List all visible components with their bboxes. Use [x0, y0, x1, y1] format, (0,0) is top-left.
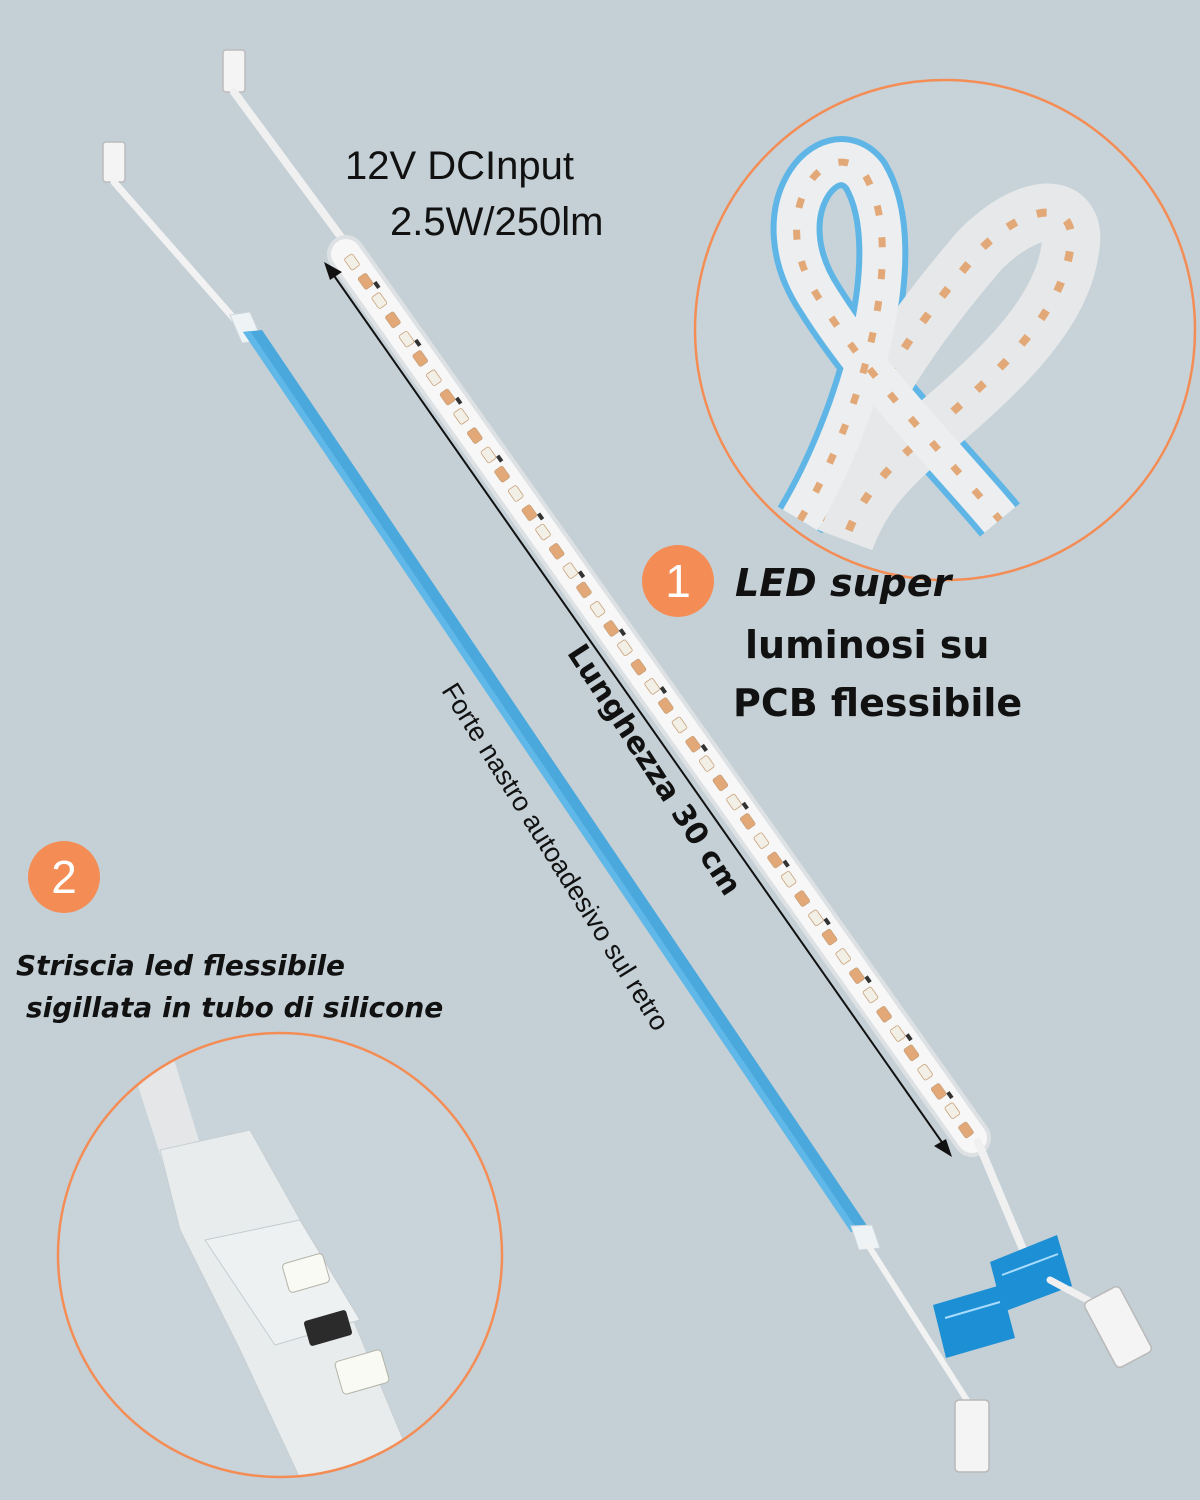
led-chip — [398, 330, 415, 348]
led-chip — [371, 292, 388, 309]
voltage-input-label: 12V DCInput — [345, 144, 575, 188]
led-chip — [562, 562, 579, 579]
led-chip — [917, 1063, 933, 1081]
led-chip — [439, 388, 456, 406]
detail-circle-bend — [693, 78, 1197, 582]
length-arrow — [324, 262, 952, 1157]
main-led-strip — [222, 49, 1153, 1369]
led-chip — [944, 1102, 961, 1119]
led-chip — [794, 890, 811, 907]
led-chip — [589, 600, 606, 618]
resistor — [741, 801, 749, 810]
resistor — [659, 686, 668, 695]
resistor — [373, 280, 381, 290]
led-chip — [521, 504, 538, 521]
resistor — [700, 743, 708, 752]
feature-2-badge: 2 — [28, 841, 100, 913]
led-chip — [712, 774, 729, 792]
led-chip — [685, 736, 701, 753]
resistor — [864, 975, 872, 984]
led-chip — [821, 928, 838, 946]
led-chip — [357, 273, 374, 290]
feature-1-badge: 1 — [642, 545, 714, 617]
main-strip-connector — [1083, 1285, 1153, 1369]
led-chip — [644, 678, 660, 695]
led-chip — [767, 851, 783, 869]
led-chip — [849, 967, 865, 984]
led-chip — [548, 543, 565, 560]
resistor — [618, 628, 627, 637]
feature-2-line-2: sigillata in tubo di silicone — [26, 991, 444, 1024]
resistor — [577, 570, 586, 579]
led-chip — [385, 311, 401, 329]
main-strip-polarity-tag — [990, 1235, 1072, 1312]
led-chip-row — [344, 253, 974, 1139]
led-chip — [862, 986, 879, 1004]
led-chip — [808, 909, 824, 927]
resistor — [495, 454, 504, 463]
led-chip — [603, 620, 619, 637]
resistor — [823, 917, 831, 926]
led-chip — [753, 832, 770, 849]
led-chip — [480, 446, 497, 464]
feature-1-line-1: LED super — [735, 561, 952, 605]
feature-1-line-2: luminosi su — [745, 623, 990, 667]
led-chip — [835, 948, 851, 965]
led-chip — [535, 523, 551, 541]
led-chip — [426, 369, 442, 386]
led-chip — [467, 427, 483, 444]
resistor — [536, 512, 545, 521]
led-chip — [344, 253, 360, 271]
led-chip — [930, 1083, 947, 1100]
led-chip — [507, 485, 524, 502]
power-lumen-label: 2.5W/250lm — [390, 200, 604, 244]
left-strip-back — [102, 141, 1015, 1473]
led-chip — [453, 408, 469, 425]
led-chip — [726, 793, 742, 811]
led-chip — [958, 1121, 974, 1139]
led-chip — [412, 350, 428, 367]
resistor — [414, 338, 422, 347]
left-strip-connector — [954, 1399, 990, 1473]
led-chip — [890, 1025, 906, 1042]
led-chip — [876, 1006, 892, 1023]
resistor — [905, 1033, 913, 1042]
led-chip — [903, 1044, 920, 1062]
feature-1-line-3: PCB flessibile — [733, 681, 1023, 725]
led-chip — [630, 658, 647, 676]
resistor — [946, 1091, 954, 1100]
led-chip — [739, 813, 756, 830]
led-chip — [780, 871, 797, 888]
led-chip — [699, 755, 715, 772]
led-chip — [658, 697, 674, 714]
led-chip — [494, 465, 510, 483]
led-chip — [617, 639, 633, 656]
led-chip — [671, 716, 688, 734]
resistor — [455, 396, 463, 405]
detail-circle-silicone — [56, 1031, 504, 1479]
resistor — [782, 859, 790, 868]
led-chip — [576, 581, 592, 599]
feature-2-line-1: Striscia led flessibile — [16, 949, 346, 982]
